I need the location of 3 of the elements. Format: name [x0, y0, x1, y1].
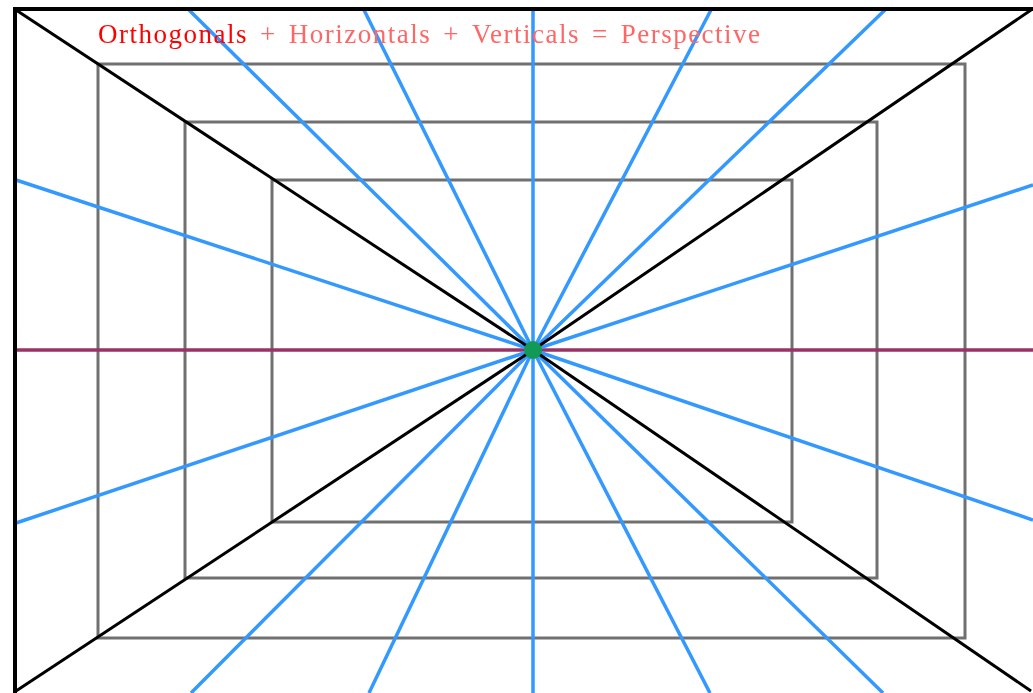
operator-sign: + [260, 18, 277, 50]
operator-sign: + [443, 18, 460, 50]
operator-sign: = [591, 18, 609, 50]
